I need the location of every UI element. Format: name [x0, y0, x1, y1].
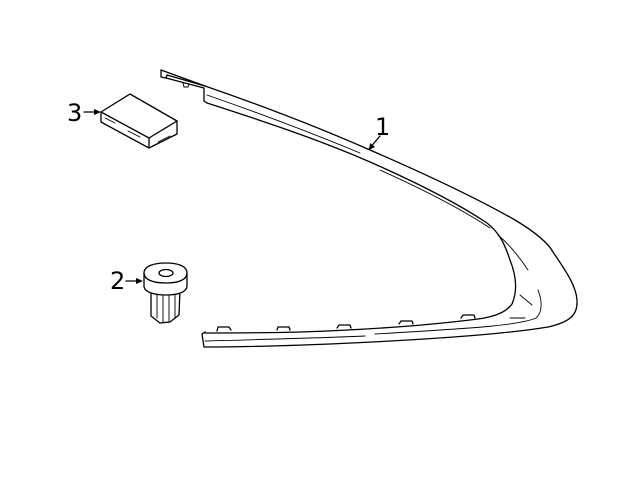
arrow-2	[136, 278, 143, 284]
part-3-pad	[100, 93, 178, 149]
callout-2: 2	[110, 267, 126, 295]
arrow-1	[369, 143, 375, 150]
callout-1: 1	[375, 113, 391, 141]
callout-3: 3	[67, 99, 83, 127]
part-1-molding	[160, 69, 578, 348]
arrow-3	[94, 109, 101, 115]
part-2-clip	[143, 262, 188, 324]
